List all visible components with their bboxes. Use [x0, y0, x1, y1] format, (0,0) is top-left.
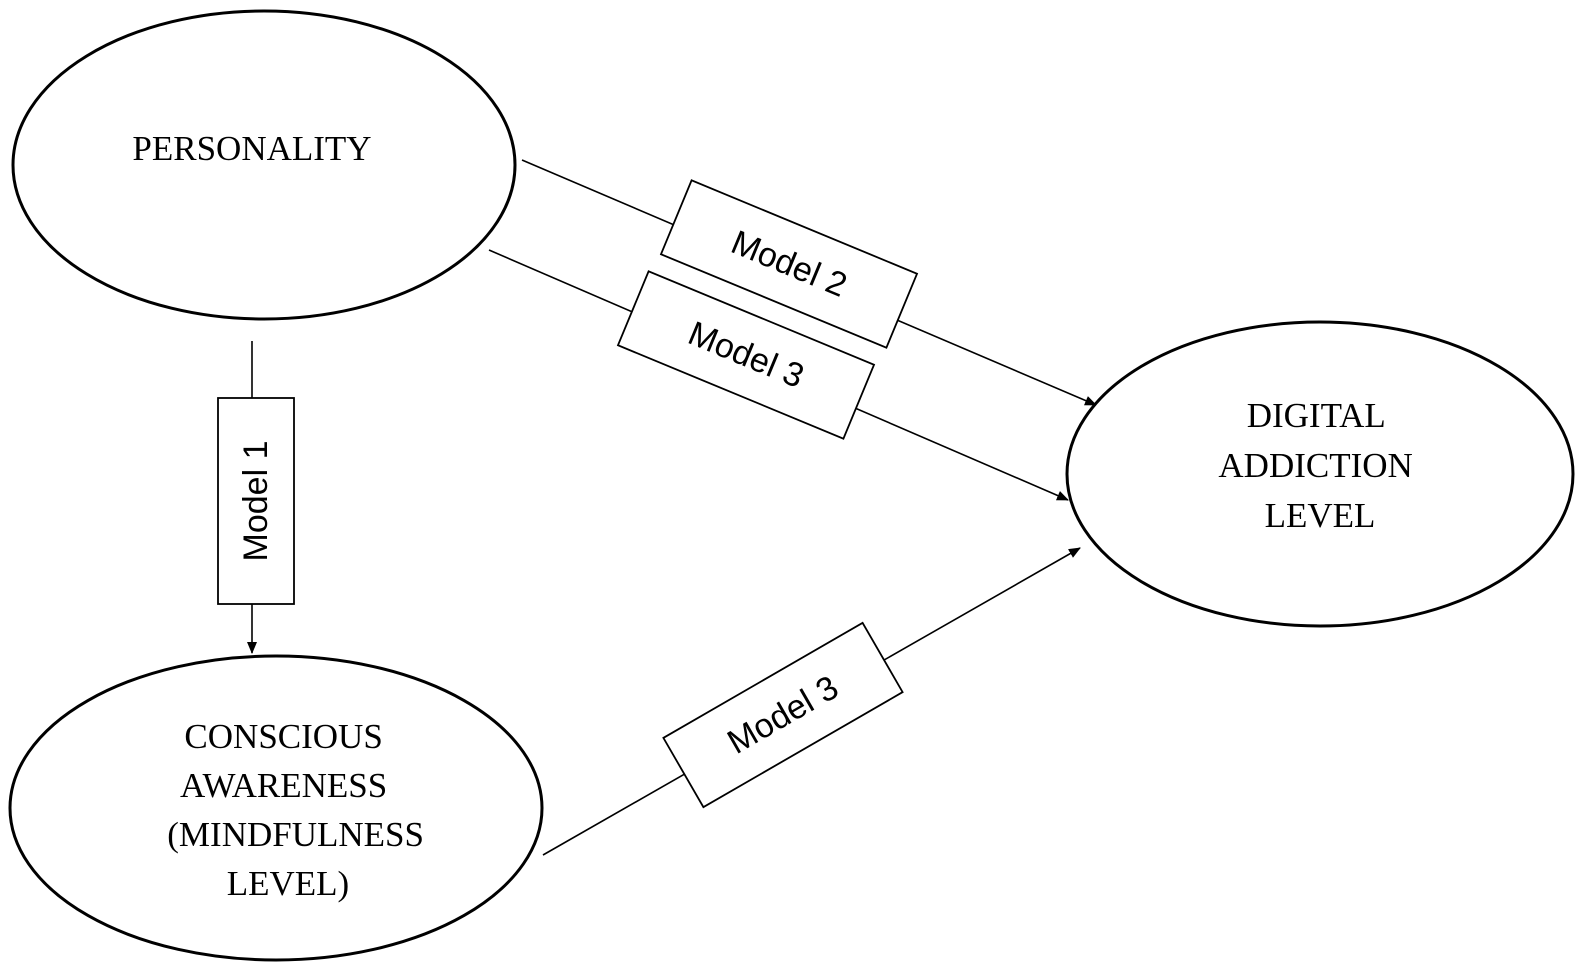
model2-label-box [659, 179, 919, 349]
model3-direct-label-box [616, 270, 876, 440]
model3-mediated-label: Model 3 [662, 621, 904, 809]
digital-addiction-node: DIGITAL ADDICTION LEVEL [1065, 320, 1575, 628]
conscious-awareness-node: CONSCIOUS AWARENESS (MINDFULNESS LEVEL) [8, 654, 544, 962]
model1-label-box [217, 397, 295, 605]
conscious-awareness-node-label: CONSCIOUS AWARENESS (MINDFULNESS LEVEL) [167, 717, 432, 903]
personality-node: PERSONALITY [11, 9, 517, 321]
model1-label: Model 1 [217, 397, 295, 605]
personality-node-label: PERSONALITY [132, 129, 371, 168]
digital-addiction-node-label: DIGITAL ADDICTION LEVEL [1218, 396, 1421, 535]
model1-label-text: Model 1 [237, 441, 275, 562]
model3-mediated-label-box [662, 621, 904, 809]
